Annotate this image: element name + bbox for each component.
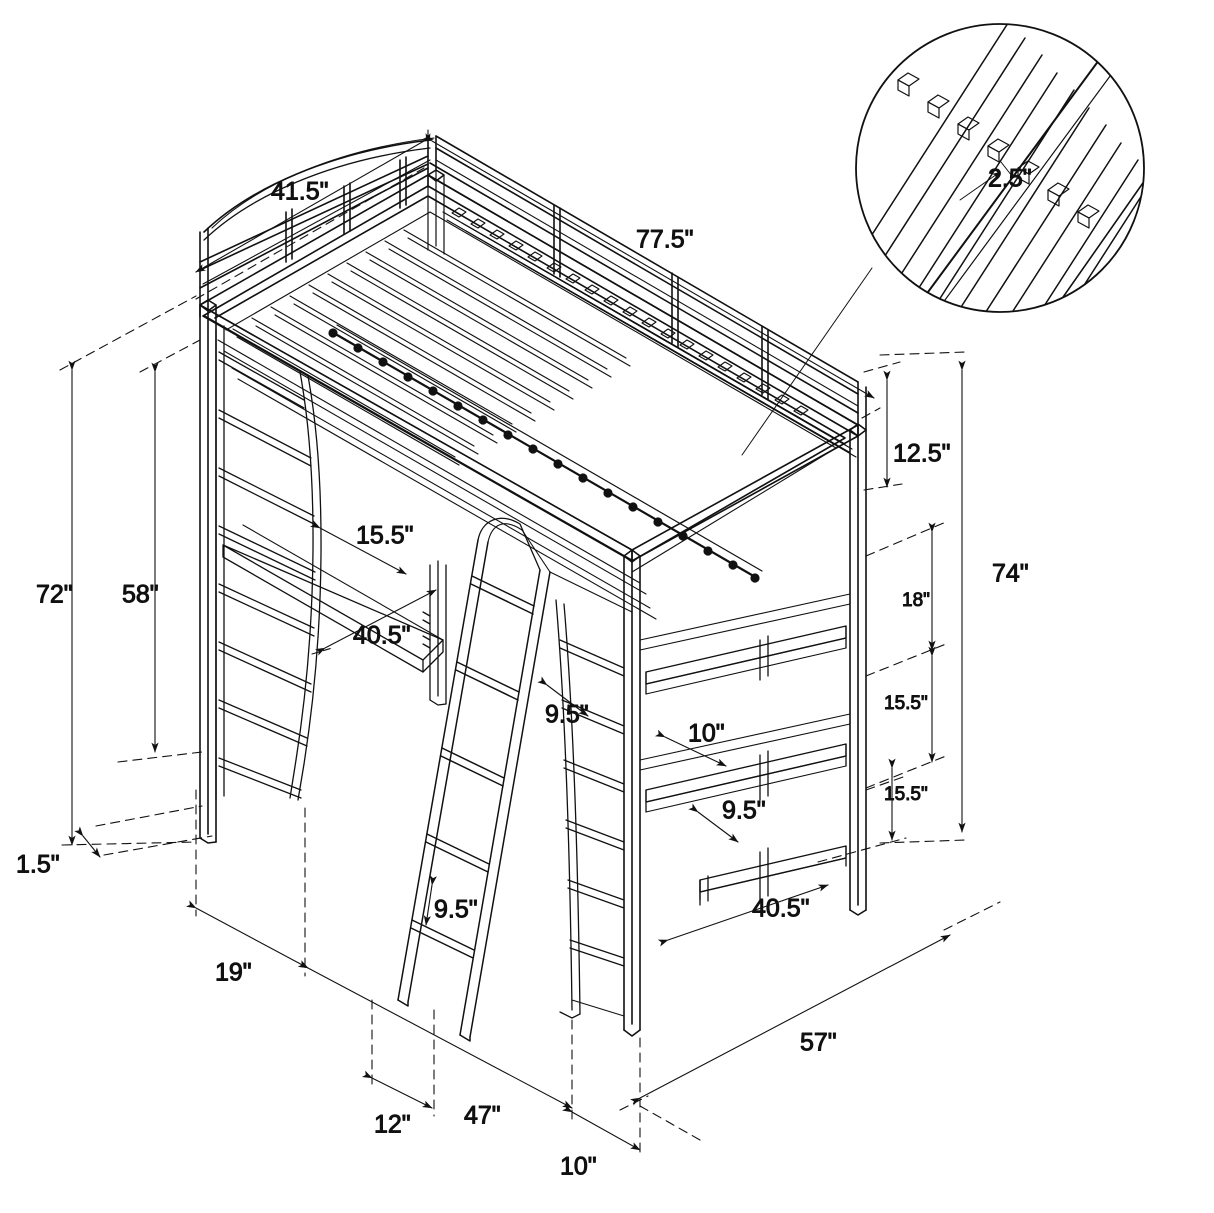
dim-deck-height: 58" bbox=[122, 581, 159, 609]
right-shelves bbox=[639, 593, 851, 906]
dimension-lines bbox=[59, 129, 1001, 1159]
dim-shelf-gap-2: 15.5" bbox=[884, 693, 928, 714]
guardrail-back-right bbox=[427, 135, 867, 431]
dim-top-length: 77.5" bbox=[636, 226, 694, 254]
detail-callout-circle bbox=[741, 23, 1145, 456]
right-end-ladder bbox=[555, 599, 625, 1019]
dim-desk-depth: 15.5" bbox=[356, 522, 414, 550]
dim-front-offset: 10" bbox=[560, 1153, 597, 1181]
dim-ladder-run: 47" bbox=[464, 1102, 501, 1130]
dim-shelf-gap-1: 18" bbox=[902, 590, 930, 611]
slat-clip-row bbox=[328, 328, 760, 583]
slat-clips bbox=[451, 207, 809, 416]
dim-shelf-width: 40.5" bbox=[752, 895, 810, 923]
dim-slat-gap: 2.5" bbox=[988, 165, 1032, 193]
dim-guardrail: 12.5" bbox=[893, 440, 951, 468]
dim-shelf-depth-top: 10" bbox=[688, 720, 725, 748]
dim-foot-height: 1.5" bbox=[16, 851, 60, 879]
headboard-left-panel bbox=[199, 304, 657, 620]
left-end-ladder bbox=[215, 325, 322, 801]
dim-left-offset: 19" bbox=[215, 959, 252, 987]
dim-rung-right: 9.5" bbox=[545, 701, 589, 729]
dim-rung-front: 9.5" bbox=[434, 896, 478, 924]
dimension-labels: 41.5" 77.5" 72" 58" 1.5" 12.5" 74" 18" 1… bbox=[16, 164, 1033, 1181]
guardrail-back-left bbox=[199, 135, 437, 306]
dim-shelf-gap-3: 15.5" bbox=[884, 784, 928, 805]
dim-shelf-depth-low: 9.5" bbox=[722, 797, 766, 825]
dim-desk-width: 40.5" bbox=[353, 622, 411, 650]
dim-overall-height: 72" bbox=[36, 581, 73, 609]
dim-right-post: 74" bbox=[992, 560, 1029, 588]
dim-ladder-offset: 12" bbox=[374, 1111, 411, 1139]
dim-base-depth: 57" bbox=[800, 1029, 837, 1057]
access-ladder bbox=[397, 517, 551, 1042]
dim-top-width: 41.5" bbox=[271, 178, 329, 206]
front-end-rails bbox=[549, 559, 633, 613]
